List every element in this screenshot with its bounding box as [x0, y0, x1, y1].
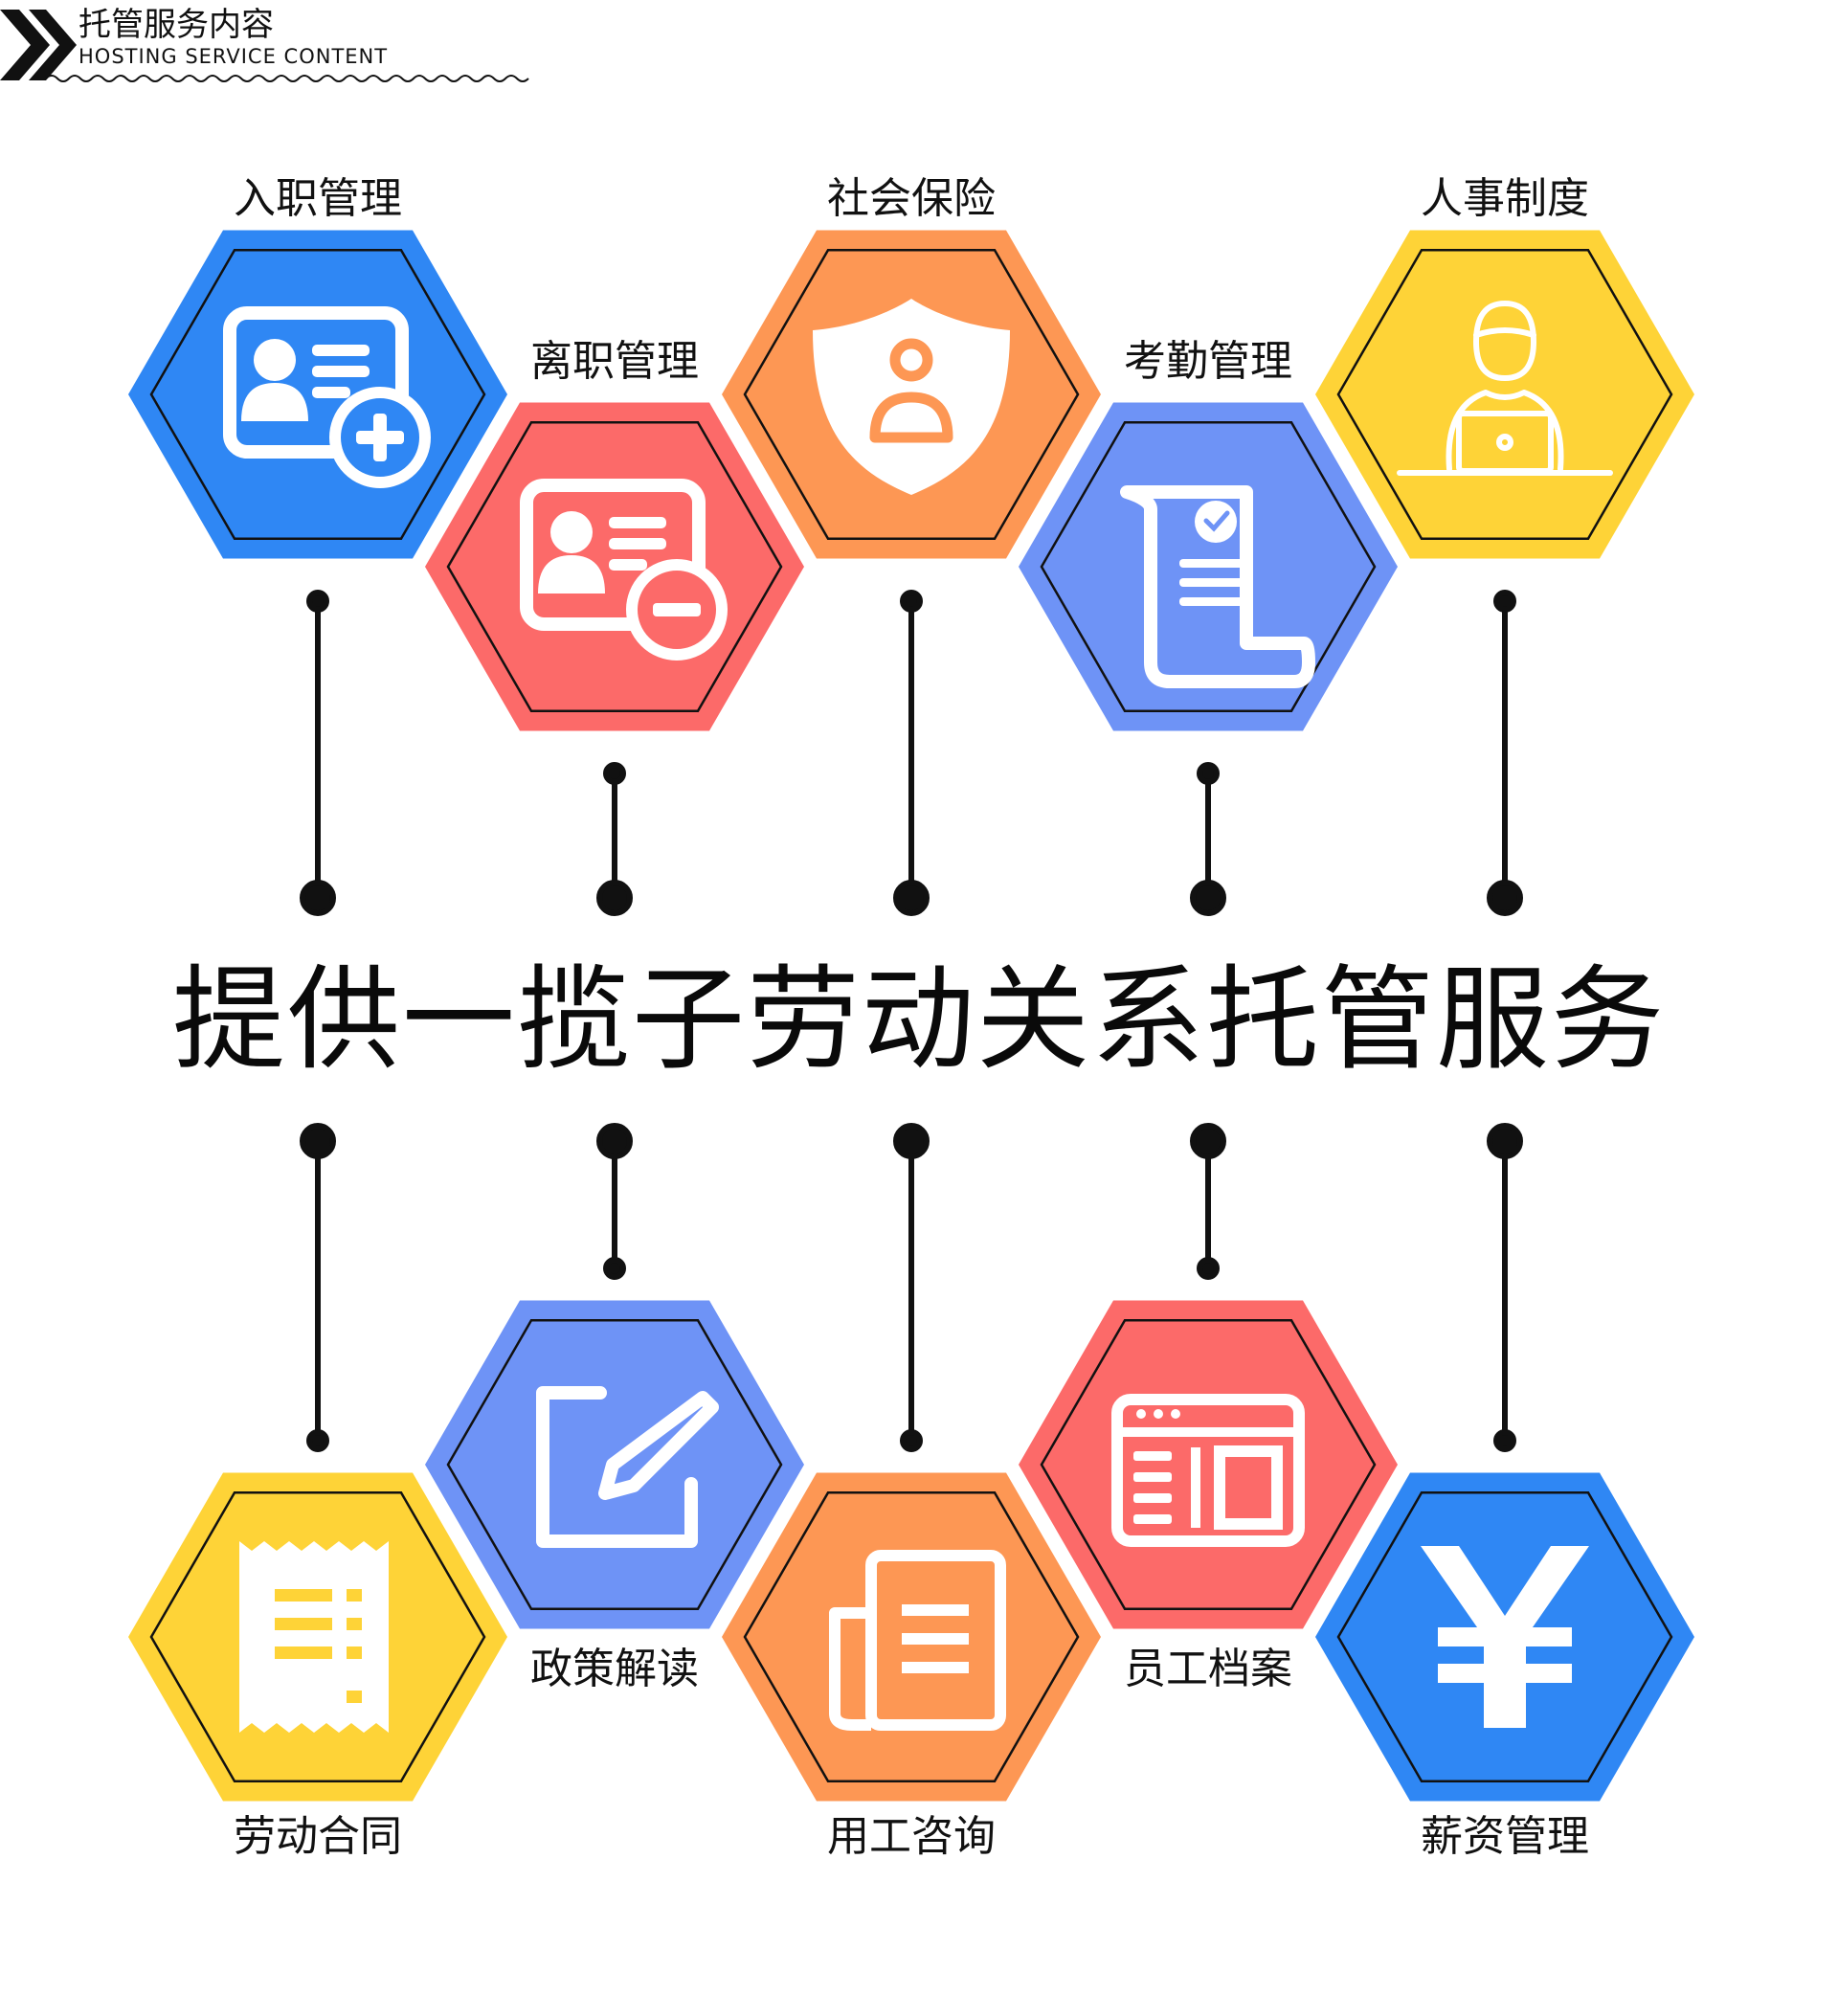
hexagon-inner-border: [1336, 249, 1673, 540]
connector-dot: [1493, 590, 1516, 613]
id-card-add-icon: [223, 306, 431, 488]
section-title: 托管服务内容: [78, 6, 274, 44]
connector-dot: [300, 880, 336, 916]
connector-dot: [1197, 1257, 1220, 1280]
shield-user-icon: [813, 299, 1010, 495]
newspaper-icon: [829, 1550, 1006, 1731]
service-label: 员工档案: [1124, 1645, 1292, 1693]
service-label: 社会保险: [827, 174, 996, 223]
browser-window-icon: [1111, 1394, 1305, 1547]
chevron-icon: [0, 10, 50, 80]
service-label: 入职管理: [234, 174, 402, 223]
certificate-scroll-icon: [1120, 485, 1315, 688]
service-label: 劳动合同: [234, 1812, 402, 1861]
service-label: 用工咨询: [827, 1812, 996, 1861]
connector-dot: [893, 880, 930, 916]
hexagon-inner-border: [149, 1491, 486, 1782]
connector-dot: [1487, 880, 1523, 916]
connector-dot: [596, 1123, 633, 1159]
service-label: 薪资管理: [1421, 1812, 1589, 1861]
section-header: 托管服务内容 HOSTING SERVICE CONTENT: [0, 0, 536, 91]
hexagon-fill: [1019, 1300, 1398, 1629]
hexagon-inner-border: [446, 1319, 783, 1610]
receipt-icon: [239, 1541, 389, 1733]
connector-dot: [1190, 1123, 1226, 1159]
yuan-icon: [1421, 1546, 1589, 1728]
id-card-remove-icon: [520, 479, 728, 661]
connector-dot: [893, 1123, 930, 1159]
hexagon-inner-border: [1336, 1491, 1673, 1782]
person-laptop-icon: [1397, 301, 1613, 476]
connector-dot: [1493, 1429, 1516, 1452]
connector-dot: [300, 1123, 336, 1159]
connector-dot: [603, 762, 626, 785]
connector-dot: [900, 590, 923, 613]
connector-dot: [306, 1429, 329, 1452]
hexagon-inner-border: [446, 421, 783, 712]
hexagon-inner-border: [1040, 1319, 1377, 1610]
connector-dot: [1197, 762, 1220, 785]
service-label: 考勤管理: [1124, 337, 1292, 386]
connector-dot: [596, 880, 633, 916]
connector-dot: [306, 590, 329, 613]
connector-dot: [603, 1257, 626, 1280]
hexagon-inner-border: [1040, 421, 1377, 712]
chevron-icon: [29, 10, 77, 80]
hexagon-inner-border: [743, 1491, 1080, 1782]
edit-pen-icon: [536, 1386, 719, 1548]
connector-dot: [1190, 880, 1226, 916]
wavy-divider: [45, 75, 529, 82]
hexagon-inner-border: [149, 249, 486, 540]
hexagon-red: [1007, 1290, 1409, 1639]
service-label: 政策解读: [530, 1645, 699, 1693]
headline: 提供一揽子劳动关系托管服务: [171, 953, 1666, 1086]
connector-dot: [1487, 1123, 1523, 1159]
header-decoration: [0, 10, 529, 82]
service-label: 人事制度: [1421, 174, 1589, 223]
service-label: 离职管理: [530, 337, 699, 386]
section-subtitle: HOSTING SERVICE CONTENT: [78, 45, 389, 68]
hexagon-inner-border: [743, 249, 1080, 540]
connector-dot: [900, 1429, 923, 1452]
